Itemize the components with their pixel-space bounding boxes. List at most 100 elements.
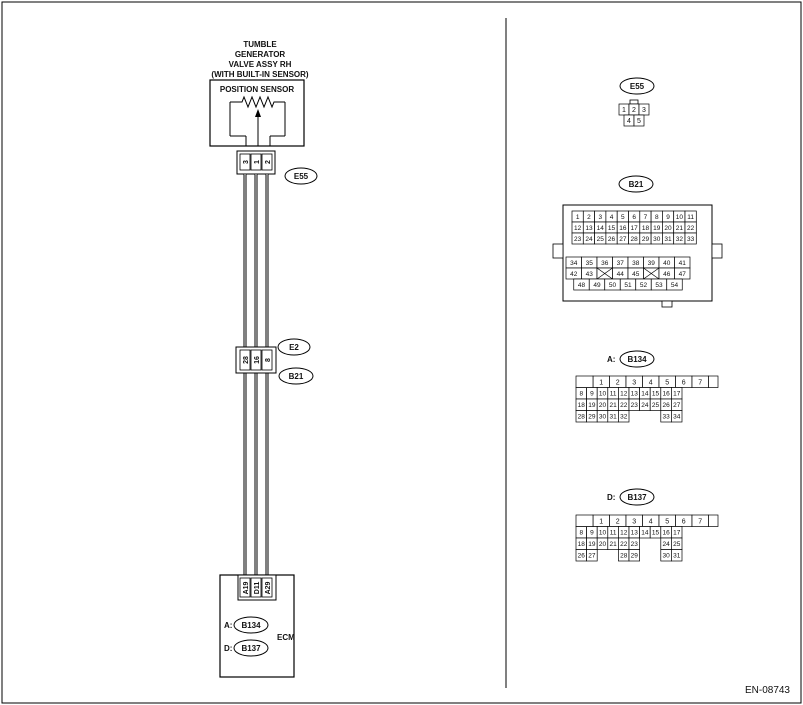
face-b137-pin-13: 13 [631, 530, 639, 537]
face-b21-pin-25: 25 [597, 236, 605, 243]
face-b21-pin-8: 8 [655, 214, 659, 221]
face-b134-pin-34: 34 [673, 414, 681, 421]
face-b21-pin-6: 6 [632, 214, 636, 221]
face-b137-prefix: D: [607, 493, 615, 502]
face-b134-pin-22: 22 [620, 402, 628, 409]
face-b134-pin-32: 32 [620, 414, 628, 421]
sensor-title-line-4: (WITH BUILT-IN SENSOR) [211, 70, 309, 79]
face-e55-pin-4: 4 [627, 118, 631, 125]
face-b21-pin-20: 20 [664, 225, 672, 232]
face-b21-right-ear [711, 243, 723, 259]
face-b21-pin-50: 50 [609, 282, 617, 289]
face-b21-title-oval [618, 175, 654, 193]
face-b137-pin-11: 11 [610, 530, 617, 537]
face-b137-pin-22: 22 [620, 541, 628, 548]
face-b134-pin-28: 28 [578, 414, 586, 421]
face-b21-pin-45: 45 [632, 271, 640, 278]
face-b21-pin-47: 47 [679, 271, 687, 278]
face-b134-pin-corner [575, 375, 594, 388]
face-b134-pin-16: 16 [662, 391, 670, 398]
sensor-title-line-1: TUMBLE [243, 40, 277, 49]
face-b21-pin-31: 31 [664, 236, 672, 243]
face-b137-pin-23: 23 [631, 541, 639, 548]
face-b134-pin-10: 10 [599, 391, 607, 398]
b21-label: B21 [289, 372, 304, 381]
e55-pin-1: 1 [254, 160, 261, 164]
sensor-title-line-2: GENERATOR [235, 50, 286, 59]
ecm-pin-cell-a19 [239, 577, 251, 598]
face-b137-pin-2: 2 [616, 518, 620, 525]
face-b21-pin-32: 32 [676, 236, 684, 243]
face-b134-pin-20: 20 [599, 402, 607, 409]
face-b21-pin-33: 33 [687, 236, 695, 243]
potentiometer-symbol [229, 95, 286, 146]
face-b134-pin-7: 7 [698, 379, 702, 386]
face-e55-latch [629, 99, 639, 105]
face-b137-pin-29-cell [628, 549, 640, 562]
face-b134-prefix: A: [607, 355, 615, 364]
figure-code: EN-08743 [745, 685, 790, 696]
face-b137-pin-4: 4 [649, 518, 653, 525]
face-b21-pin-blank-blank-mark [596, 267, 613, 280]
face-b21-pin-35: 35 [586, 260, 594, 267]
face-b21-pin-17: 17 [631, 225, 639, 232]
joint-pin-8: 8 [265, 358, 272, 362]
face-b137-pin-20: 20 [599, 541, 607, 548]
face-b21-pin-11: 11 [687, 214, 694, 221]
face-b134-pin-27: 27 [673, 402, 681, 409]
face-b134-pin-30: 30 [599, 414, 607, 421]
face-b21-pin-19: 19 [653, 225, 661, 232]
face-b137-pin-12: 12 [620, 530, 628, 537]
e55-label-oval [284, 167, 318, 185]
face-b137-pin-26: 26 [578, 553, 586, 560]
face-b21-pin-26: 26 [608, 236, 616, 243]
e55-pin-cell-2 [261, 153, 273, 171]
face-b21-pin-24: 24 [585, 236, 593, 243]
sensor-title-line-3: VALVE ASSY RH [229, 60, 292, 69]
face-b134-pin-17: 17 [673, 391, 681, 398]
face-b21-pin-12: 12 [574, 225, 582, 232]
e55-label: E55 [294, 172, 309, 181]
face-b21-pin-blank-blank-mark [643, 267, 660, 280]
face-b134-pin-15: 15 [652, 391, 660, 398]
face-b21-pin-21: 21 [676, 225, 684, 232]
ecm-b134-label: B134 [241, 621, 261, 630]
face-b137-title-oval [619, 488, 655, 506]
face-b134-pin-26: 26 [662, 402, 670, 409]
face-b137-pin-15: 15 [652, 530, 660, 537]
face-b134-pin-5: 5 [665, 379, 669, 386]
face-b137-title: B137 [627, 493, 647, 502]
face-b137-pin-28: 28 [620, 553, 628, 560]
face-b21-pin-3: 3 [598, 214, 602, 221]
face-b137-pin-3: 3 [632, 518, 636, 525]
face-b21-pin-54: 54 [671, 282, 679, 289]
face-b21-pin-44: 44 [617, 271, 625, 278]
face-b134-pin-9: 9 [590, 391, 594, 398]
face-b21-pin-49: 49 [593, 282, 601, 289]
ecm-b137-label: B137 [241, 644, 261, 653]
face-b21-pin-16: 16 [619, 225, 627, 232]
face-b21-pin-30: 30 [653, 236, 661, 243]
ecm-b134-oval [233, 616, 269, 634]
face-e55-pin-3: 3 [642, 107, 646, 114]
ecm-pin-a29: A29 [265, 581, 272, 594]
face-b134-pin-corner [708, 375, 719, 388]
face-b21-pin-41: 41 [679, 260, 687, 267]
face-b134-pin-32-cell [618, 410, 630, 423]
face-b137-pin-corner [575, 514, 594, 527]
face-b21-pin-14: 14 [597, 225, 605, 232]
face-e55-pin-5: 5 [637, 118, 641, 125]
face-b134-pin-24: 24 [641, 402, 649, 409]
face-b21-pin-9: 9 [666, 214, 670, 221]
face-b21-pin-52: 52 [640, 282, 648, 289]
face-b137-pin-30: 30 [662, 553, 670, 560]
face-b137-pin-19: 19 [588, 541, 596, 548]
face-b137-pin-17: 17 [673, 530, 681, 537]
face-b21-title: B21 [629, 180, 644, 189]
face-b137-pin-1: 1 [599, 518, 603, 525]
joint-pin-cell-8 [261, 349, 273, 371]
face-e55-title-oval [619, 77, 655, 95]
